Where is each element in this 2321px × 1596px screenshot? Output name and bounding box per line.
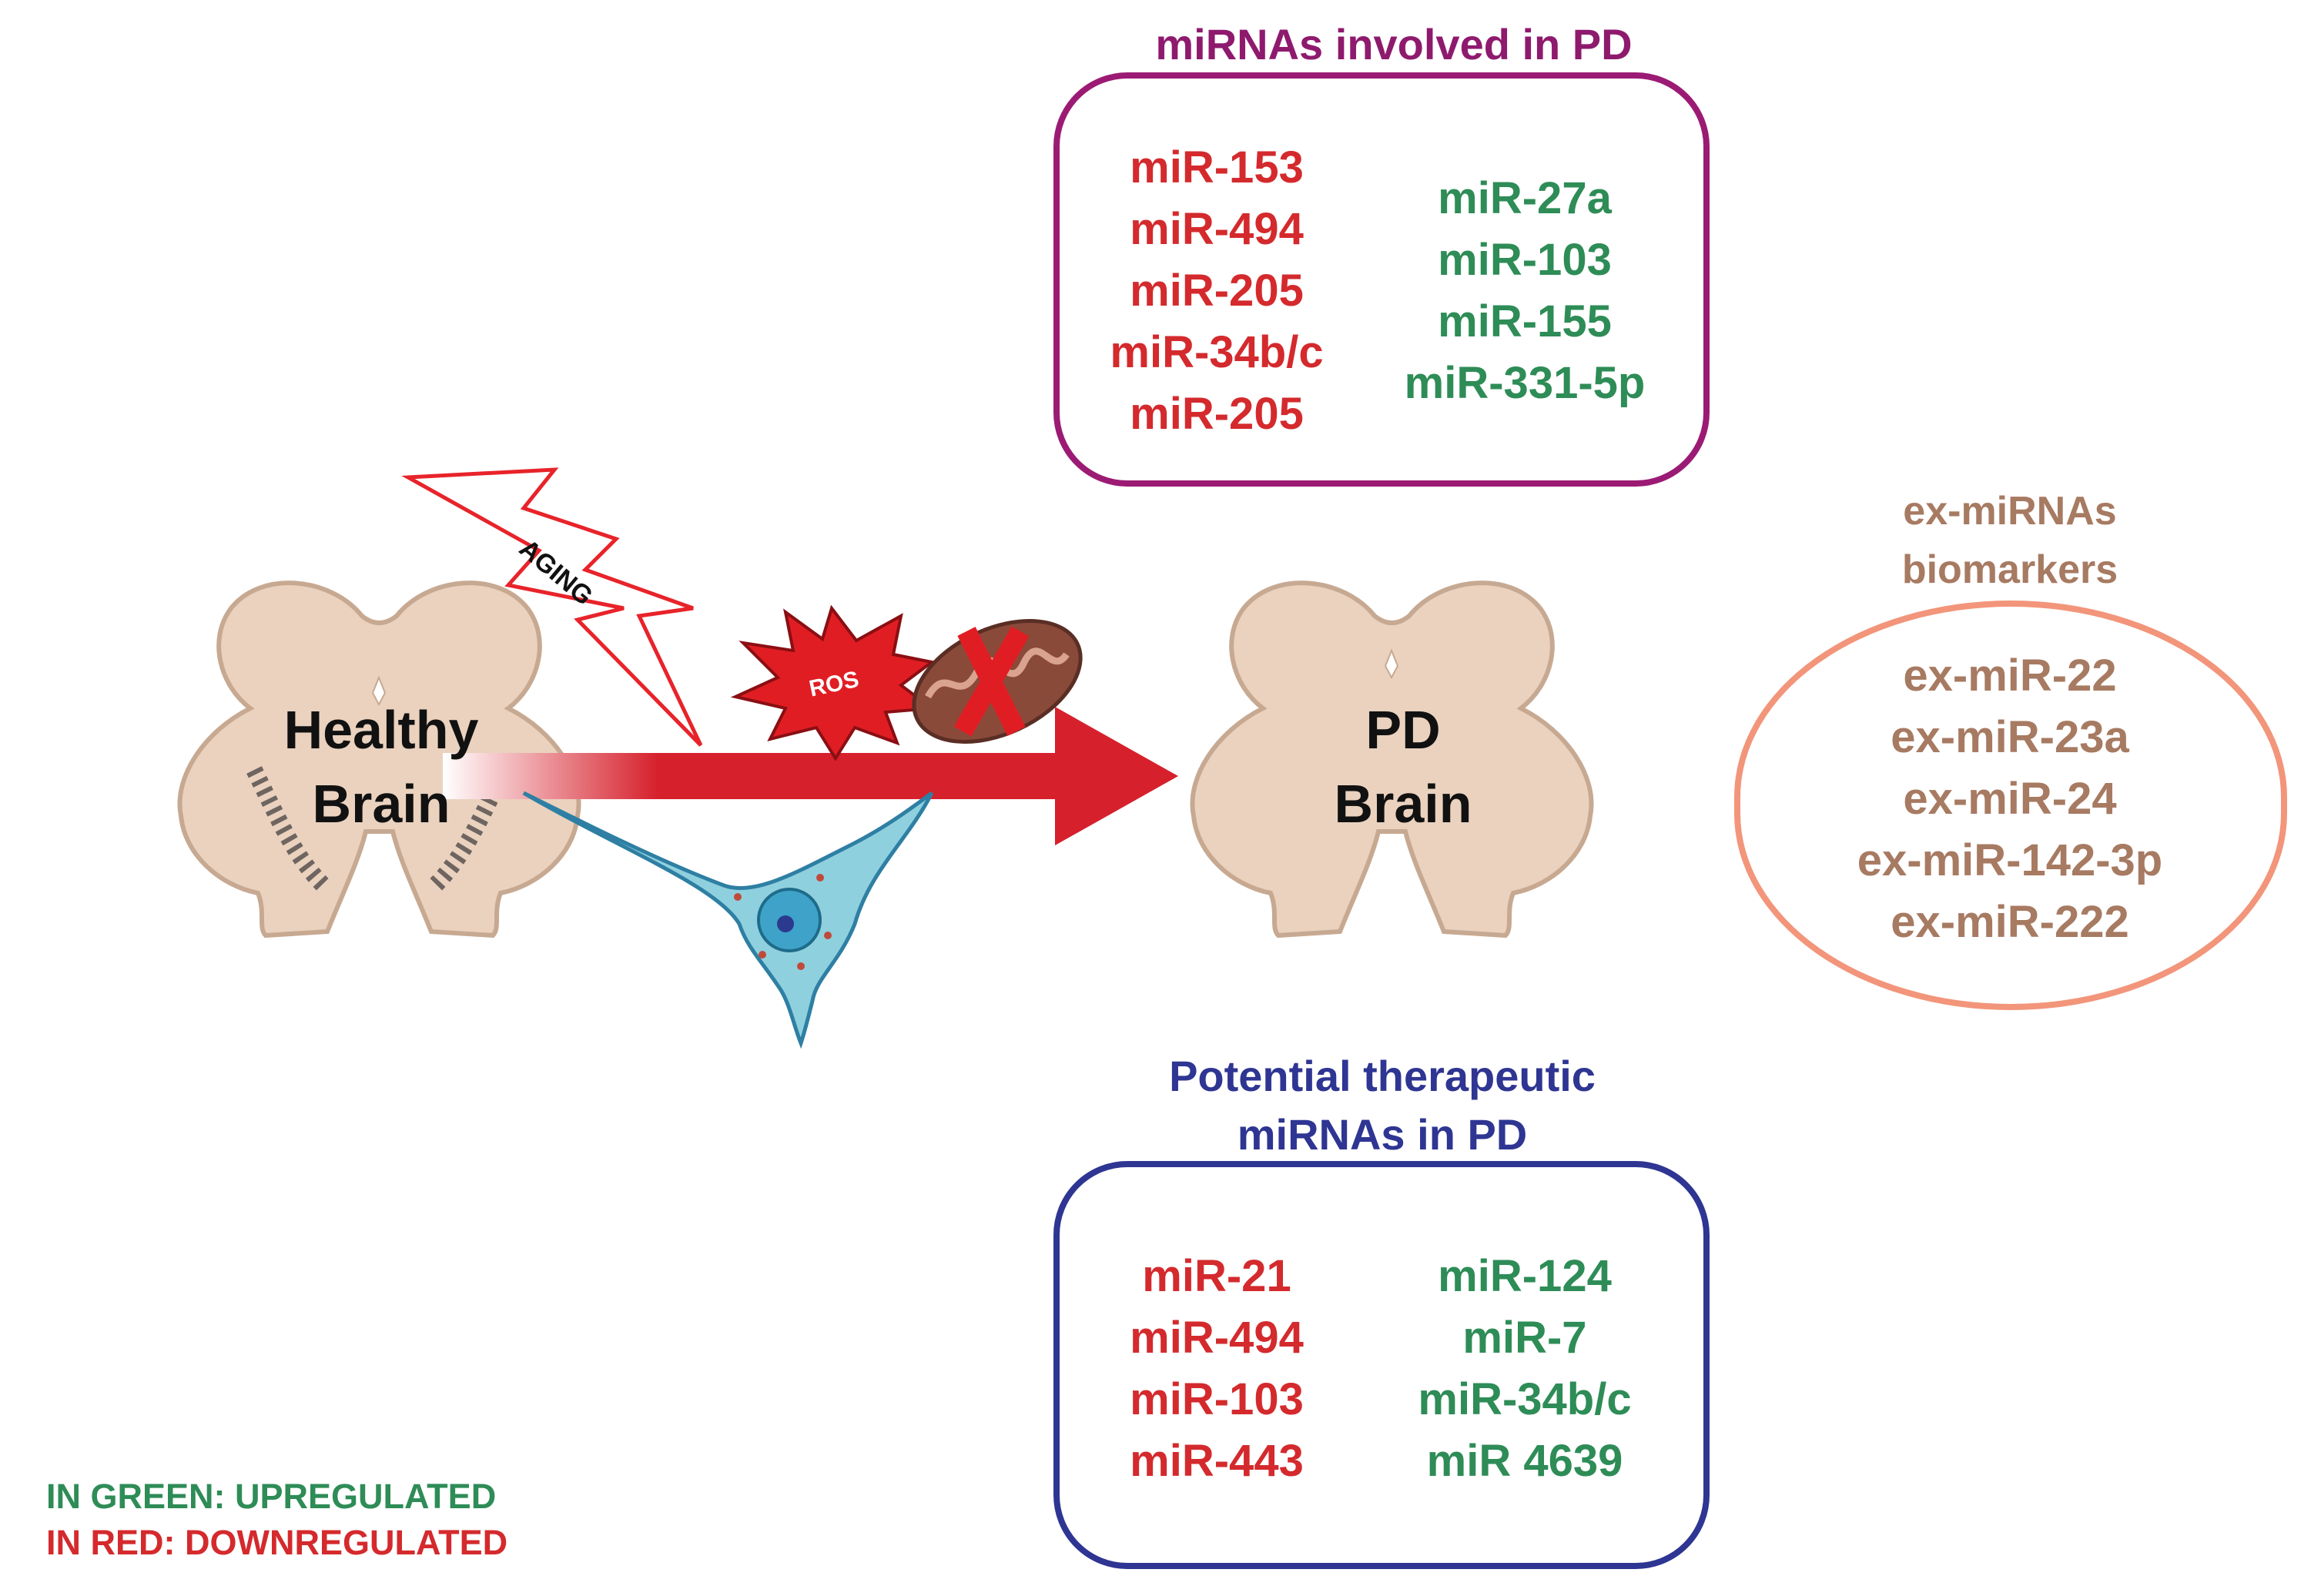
biomarkers-title-line1: ex-miRNAs <box>1903 489 2117 534</box>
involved-green-item: miR-27a <box>1438 173 1612 223</box>
therapeutic-green-item: miR-124 <box>1438 1251 1612 1301</box>
pd-brain-label: PD Brain <box>1203 693 1603 841</box>
pd-brain-illustration <box>1190 581 1594 939</box>
blocked-x-icon <box>953 626 1030 737</box>
therapeutic-green-item: miR-7 <box>1462 1313 1587 1363</box>
therapeutic-title-line2: miRNAs in PD <box>1237 1110 1528 1159</box>
therapeutic-green-item: miR 4639 <box>1426 1436 1623 1486</box>
biomarker-item: ex-miR-222 <box>1891 897 2129 947</box>
therapeutic-red-item: miR-443 <box>1130 1436 1304 1486</box>
legend-downregulated: IN RED: DOWNREGULATED <box>46 1523 508 1562</box>
involved-red-list: miR-153 miR-494 miR-205 miR-34b/c miR-20… <box>1078 137 1355 445</box>
biomarker-item: ex-miR-22 <box>1903 651 2117 701</box>
therapeutic-red-item: miR-103 <box>1130 1374 1304 1424</box>
legend-upregulated: IN GREEN: UPREGULATED <box>46 1477 497 1516</box>
biomarkers-box <box>1734 601 2287 1010</box>
therapeutic-title: Potential therapeutic miRNAs in PD <box>1047 1047 1717 1164</box>
involved-green-item: miR-103 <box>1438 235 1612 285</box>
ros-burst: ROS <box>730 604 936 761</box>
biomarker-item: ex-miR-23a <box>1891 712 2129 762</box>
pd-brain-label-line2: Brain <box>1334 774 1472 834</box>
neuron-icon <box>522 791 934 1049</box>
therapeutic-green-item: miR-34b/c <box>1418 1374 1632 1424</box>
therapeutic-red-item: miR-21 <box>1142 1251 1291 1301</box>
involved-red-item: miR-494 <box>1130 204 1304 254</box>
healthy-brain-label-line1: Healthy <box>283 700 479 760</box>
biomarkers-list: ex-miR-22 ex-miR-23a ex-miR-24 ex-miR-14… <box>1779 645 2241 953</box>
involved-title: miRNAs involved in PD <box>1155 20 1633 69</box>
healthy-brain-illustration <box>177 581 581 939</box>
therapeutic-green-list: miR-124 miR-7 miR-34b/c miR 4639 <box>1378 1246 1671 1492</box>
involved-red-item: miR-34b/c <box>1110 327 1324 377</box>
biomarkers-title: ex-miRNAs biomarkers <box>1771 482 2249 599</box>
biomarker-item: ex-miR-142-3p <box>1857 835 2163 885</box>
involved-red-item: miR-153 <box>1130 142 1304 192</box>
therapeutic-box <box>1053 1161 1710 1569</box>
therapeutic-red-item: miR-494 <box>1130 1313 1304 1363</box>
biomarker-item: ex-miR-24 <box>1903 774 2117 824</box>
biomarkers-title-line2: biomarkers <box>1901 547 2118 592</box>
involved-green-item: miR-155 <box>1438 296 1612 346</box>
involved-red-item: miR-205 <box>1130 266 1304 316</box>
involved-green-item: miR-331-5p <box>1404 358 1646 408</box>
involved-box <box>1053 72 1710 487</box>
healthy-brain-label-line2: Brain <box>312 774 450 834</box>
involved-green-list: miR-27a miR-103 miR-155 miR-331-5p <box>1371 168 1679 414</box>
involved-red-item: miR-205 <box>1130 389 1304 439</box>
therapeutic-red-list: miR-21 miR-494 miR-103 miR-443 <box>1086 1246 1348 1492</box>
healthy-brain-label: Healthy Brain <box>100 693 662 841</box>
therapeutic-title-line1: Potential therapeutic <box>1169 1052 1596 1100</box>
progression-arrow <box>443 707 1178 845</box>
pd-brain-label-line1: PD <box>1365 700 1441 760</box>
